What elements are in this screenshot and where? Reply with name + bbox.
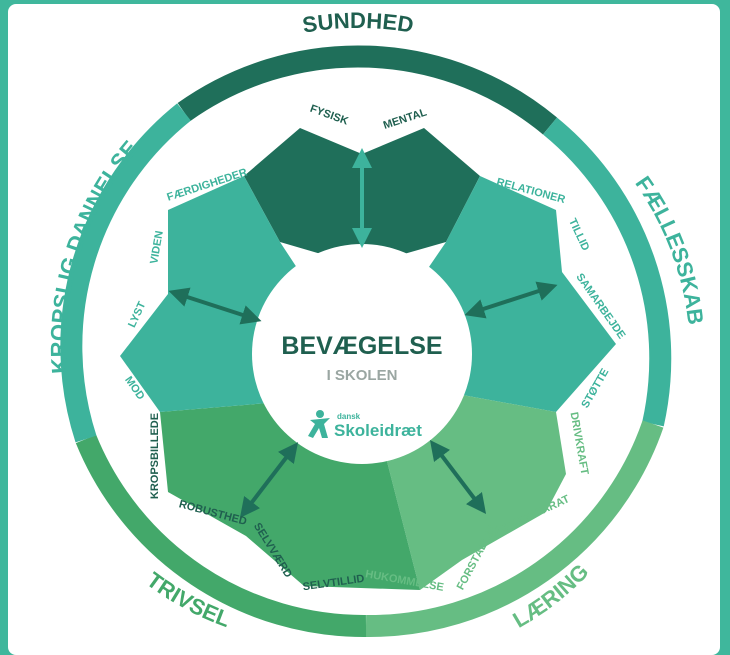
ring-segment-sundhed	[177, 45, 558, 135]
arrow-trivsel	[239, 442, 299, 518]
skoleidraet-logo-icon	[308, 410, 330, 438]
label-drivkraft: DRIVKRAFT	[568, 411, 591, 476]
center-title: BEVÆGELSE	[281, 332, 442, 360]
label-tillid: TILLID	[566, 217, 591, 253]
center-subtitle: I SKOLEN	[327, 367, 398, 384]
logo-name: Skoleidræt	[334, 421, 422, 440]
ring-segment-faellesskab	[543, 117, 672, 427]
ring-segment-trivsel	[75, 434, 367, 638]
arrow-laering	[429, 440, 487, 514]
diagram-frame: SUNDHED FÆLLESSKAB KROPSLIG DANNELSE TRI…	[8, 4, 720, 655]
logo: dansk Skoleidræt	[308, 410, 422, 440]
ring-segment-laering	[365, 420, 664, 638]
label-fysisk: FYSISK	[308, 103, 349, 128]
ring-label-sundhed: SUNDHED	[301, 8, 416, 38]
label-viden: VIDEN	[148, 230, 166, 265]
arrow-kropslig	[168, 287, 262, 325]
movement-diagram: SUNDHED FÆLLESSKAB KROPSLIG DANNELSE TRI…	[46, 8, 708, 638]
ring-segment-kropslig	[60, 103, 191, 443]
label-kropsbillede: KROPSBILLEDE	[149, 413, 161, 499]
label-mental: MENTAL	[382, 106, 429, 131]
arrow-faellesskab	[464, 281, 558, 319]
center-circle	[252, 244, 472, 464]
logo-small-text: dansk	[337, 412, 361, 421]
